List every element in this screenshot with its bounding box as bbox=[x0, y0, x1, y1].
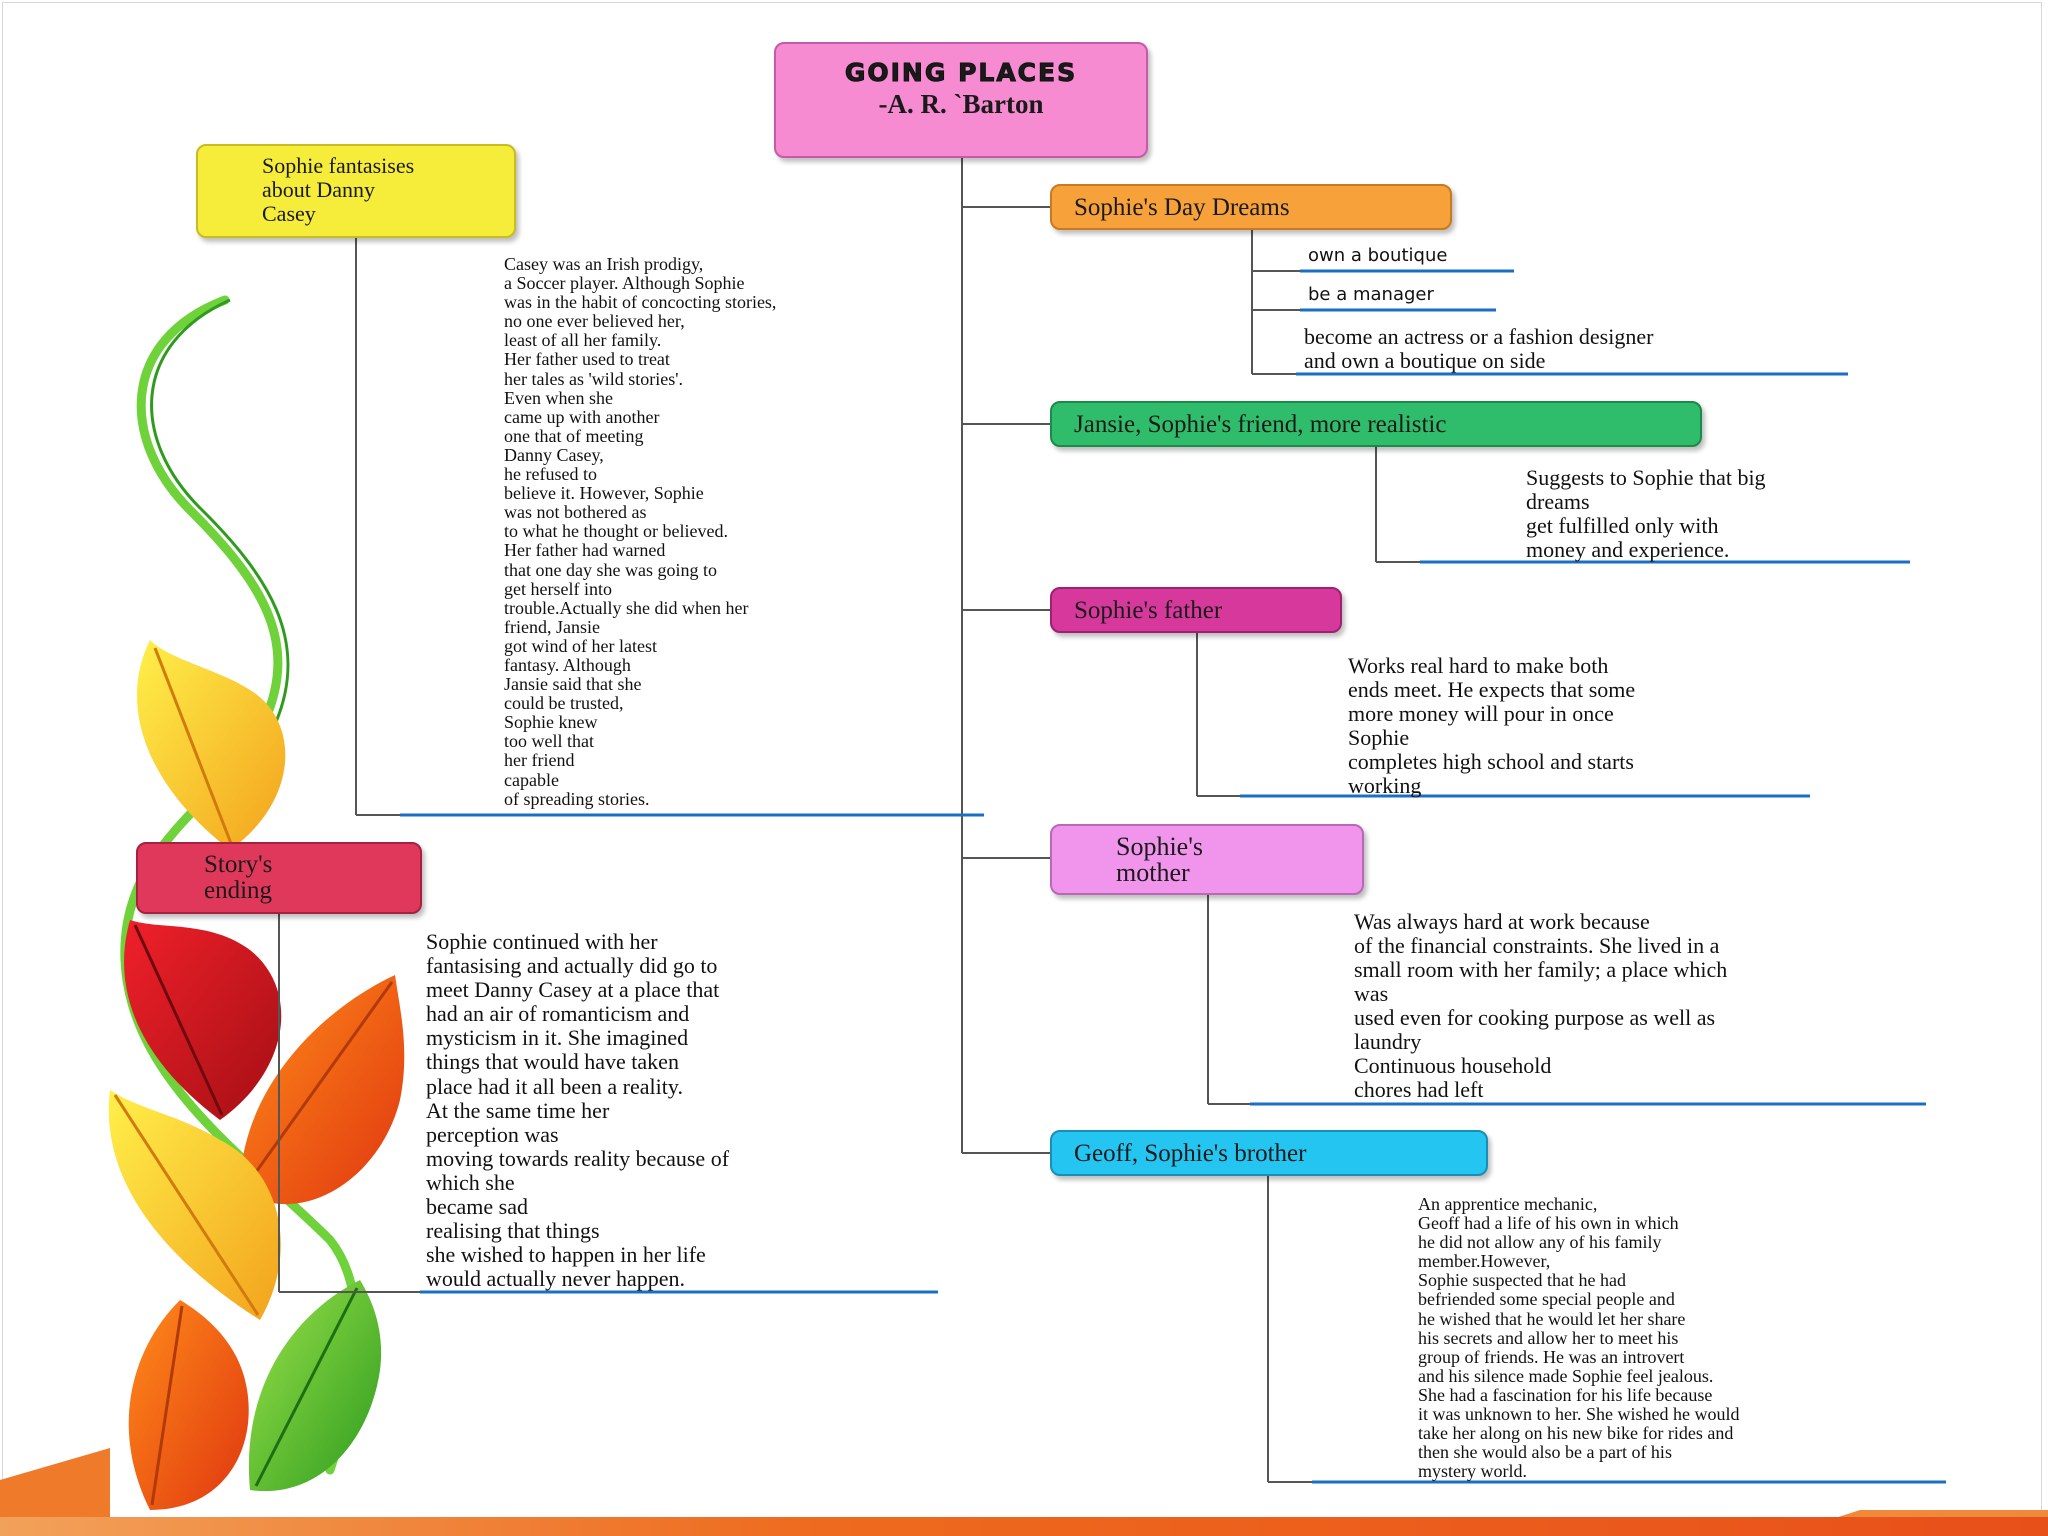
node-father: Sophie's father bbox=[1050, 587, 1342, 633]
mother-description: Was always hard at work because of the f… bbox=[1354, 909, 1728, 1102]
red-leaf bbox=[124, 920, 282, 1120]
yellow-leaf-vein bbox=[153, 647, 234, 847]
geoff-description: An apprentice mechanic, Geoff had a life… bbox=[1418, 1194, 1740, 1482]
node-jansie-label: Jansie, Sophie's friend, more realistic bbox=[1074, 411, 1447, 438]
node-geoff-label: Geoff, Sophie's brother bbox=[1074, 1140, 1307, 1167]
node-jansie: Jansie, Sophie's friend, more realistic bbox=[1050, 401, 1702, 447]
node-mother-label: Sophie's mother bbox=[1116, 832, 1204, 887]
day-dreams-item-2: be a manager bbox=[1308, 284, 1434, 305]
node-geoff: Geoff, Sophie's brother bbox=[1050, 1130, 1488, 1176]
yellow-leaf-lower bbox=[108, 1090, 281, 1320]
node-fantasy: Sophie fantasises about Danny Casey bbox=[196, 144, 516, 238]
day-dreams-item-1: own a boutique bbox=[1308, 245, 1448, 266]
orange-leaf bbox=[240, 975, 405, 1205]
day-dreams-item-3: become an actress or a fashion designer … bbox=[1304, 324, 1654, 373]
node-fantasy-label: Sophie fantasises about Danny Casey bbox=[262, 153, 415, 226]
title-main: GOING PLACES bbox=[844, 58, 1078, 88]
title-box: GOING PLACES -A. R. `Barton bbox=[774, 42, 1148, 158]
node-day-dreams-label: Sophie's Day Dreams bbox=[1074, 194, 1290, 221]
bottom-accent-bar bbox=[0, 1517, 2048, 1536]
ending-description: Sophie continued with her fantasising an… bbox=[426, 929, 730, 1292]
fantasy-description: Casey was an Irish prodigy, a Soccer pla… bbox=[504, 254, 777, 809]
node-day-dreams: Sophie's Day Dreams bbox=[1050, 184, 1452, 230]
node-mother: Sophie's mother bbox=[1050, 824, 1364, 895]
node-father-label: Sophie's father bbox=[1074, 597, 1223, 624]
green-leaf-vein bbox=[254, 1287, 359, 1487]
orange-leaf-bottom-vein bbox=[150, 1305, 184, 1506]
jansie-description: Suggests to Sophie that big dreams get f… bbox=[1526, 465, 1766, 562]
node-ending-label: Story's ending bbox=[204, 851, 273, 904]
vine-stem bbox=[120, 295, 361, 1475]
yellow-leaf-lower-vein bbox=[113, 1094, 260, 1316]
father-description: Works real hard to make both ends meet. … bbox=[1348, 653, 1636, 798]
orange-leaf-vein bbox=[244, 981, 394, 1187]
title-author: -A. R. `Barton bbox=[878, 89, 1044, 119]
node-ending: Story's ending bbox=[136, 842, 422, 914]
red-leaf-vein bbox=[133, 924, 224, 1116]
vine-stem-shadow bbox=[150, 298, 290, 723]
yellow-leaf bbox=[136, 640, 286, 850]
